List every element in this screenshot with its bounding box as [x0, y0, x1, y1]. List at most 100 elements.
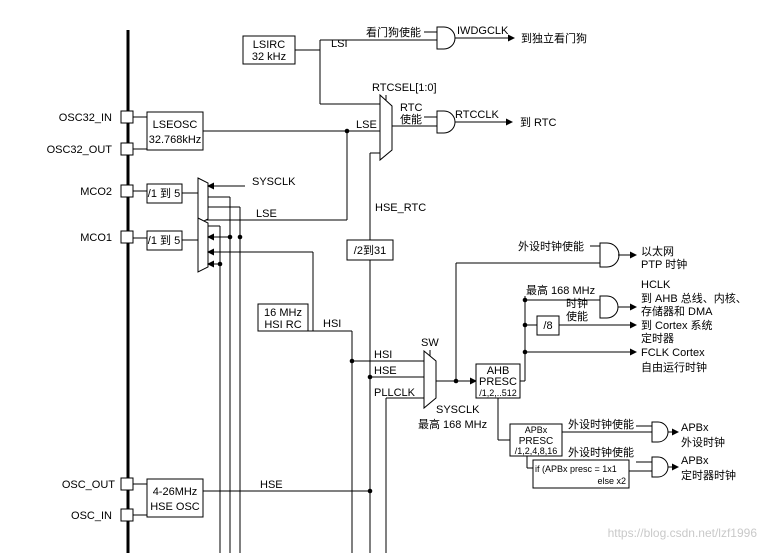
apb-periph-and-gate — [651, 421, 669, 443]
pin-label-mco1: MCO1 — [80, 232, 112, 244]
ahb-max-label: 最高 168 MHz — [526, 283, 595, 297]
hsi-label: HSI — [374, 349, 392, 361]
mco2-mux — [197, 177, 209, 225]
rtc-and-gate — [436, 110, 456, 134]
pin-label-osc32-out: OSC32_OUT — [47, 144, 113, 156]
junction-div8 — [522, 322, 528, 328]
hclk-dest-1: 到 AHB 总线、内核、 — [641, 291, 747, 305]
apb-timer-label-1: APBx — [681, 455, 709, 467]
apb-periph-enable-label: 外设时钟使能 — [568, 417, 634, 431]
hsirc-freq: 16 MHz — [264, 307, 302, 319]
hse-rtc-label: HSE_RTC — [375, 202, 426, 214]
hclk-label: HCLK — [641, 279, 671, 291]
lse-rtc-label: LSE — [356, 119, 377, 131]
hclk-and-gate — [599, 295, 619, 319]
apb-periph-label-1: APBx — [681, 422, 709, 434]
ptp-label-2: PTP 时钟 — [641, 257, 687, 271]
lsirc-label: LSIRC — [253, 39, 285, 51]
hsi-rc-out-label: HSI — [323, 318, 341, 330]
pin-osc32-out: OSC32_OUT — [47, 142, 134, 156]
cortex-timer-label-2: 定时器 — [641, 331, 674, 345]
pin-mco1: MCO1 — [80, 230, 134, 244]
junction-hclk — [522, 297, 528, 303]
junction-v240 — [237, 234, 243, 240]
ptp-and-gate — [599, 242, 620, 268]
junction-fclk — [522, 349, 528, 355]
pin-label-mco2: MCO2 — [80, 186, 112, 198]
iwdgclk-label: IWDGCLK — [457, 25, 509, 37]
apb-timer-enable-label: 外设时钟使能 — [568, 445, 634, 459]
rtc-enable-label-2: 使能 — [400, 112, 422, 126]
hse-osc-label: HSE — [260, 479, 283, 491]
hclk-enable-label-2: 使能 — [566, 309, 588, 323]
pin-label-osc-out: OSC_OUT — [62, 479, 115, 491]
mco1-divider-label: /1 到 5 — [148, 234, 180, 247]
watermark: https://blog.csdn.net/lzf1996 — [608, 526, 758, 540]
rtc-enable-label-1: RTC — [400, 102, 422, 114]
rtc-divider-label: /2到31 — [354, 244, 386, 257]
div8-block: /8 — [536, 315, 560, 336]
apb-timer-multiplier: if (APBx presc = 1x1 else x2 — [532, 459, 630, 489]
apb-periph-label-2: 外设时钟 — [681, 435, 725, 449]
ahb-ratio-label: /1,2,..512 — [479, 388, 517, 398]
mco1-divider: /1 到 5 — [146, 230, 183, 251]
cortex-timer-label-1: 到 Cortex 系统 — [641, 319, 713, 332]
iwdg-and-gate — [436, 26, 456, 50]
apb-ratio-label: /1,2,4,8,16 — [515, 446, 558, 456]
hseosc-label: HSE OSC — [150, 501, 200, 513]
fclk-label-2: 自由运行时钟 — [641, 360, 707, 374]
apb-cond-label-2: else x2 — [597, 476, 626, 486]
hclk-enable-label-1: 时钟 — [566, 296, 588, 310]
pin-label-osc32-in: OSC32_IN — [59, 112, 112, 124]
lse-mco-label: LSE — [256, 208, 277, 220]
lseosc-block: LSEOSC 32.768kHz — [146, 111, 204, 151]
mco1-mux — [197, 217, 209, 273]
sysclk-max-label: 最高 168 MHz — [418, 417, 487, 431]
div8-label: /8 — [543, 320, 552, 332]
junction-hse — [367, 374, 373, 380]
hseosc-freq: 4-26MHz — [153, 486, 198, 498]
junction-v220 — [217, 261, 223, 267]
hseosc-block: 4-26MHz HSE OSC — [146, 478, 204, 518]
rtc-divider-block: /2到31 — [346, 239, 394, 261]
rtcclk-label: RTCCLK — [455, 109, 499, 121]
to-rtc-label: 到 RTC — [520, 116, 557, 129]
rtc-mux — [379, 93, 393, 162]
pin-osc-in: OSC_IN — [71, 508, 134, 522]
pin-label-osc-in: OSC_IN — [71, 510, 112, 522]
sw-mux — [423, 349, 437, 410]
lseosc-freq: 32.768kHz — [149, 134, 202, 146]
hsirc-label: HSI RC — [264, 319, 301, 331]
iwdg-enable-label: 看门狗使能 — [366, 25, 421, 39]
sysclk-mco2-label: SYSCLK — [252, 176, 296, 188]
lsirc-freq: 32 kHz — [252, 51, 286, 63]
apb-cond-label-1: if (APBx presc = 1x1 — [535, 464, 617, 474]
junction-hse-osc — [367, 488, 373, 494]
pin-mco2: MCO2 — [80, 184, 134, 198]
sysclk-label: SYSCLK — [436, 404, 480, 416]
mco2-divider-label: /1 到 5 — [148, 187, 180, 200]
apb-timer-label-2: 定时器时钟 — [681, 468, 736, 482]
hse-label: HSE — [374, 365, 397, 377]
pllclk-label: PLLCLK — [374, 387, 416, 399]
lseosc-label: LSEOSC — [153, 119, 198, 131]
pin-osc32-in: OSC32_IN — [59, 110, 134, 124]
to-iwdg-label: 到独立看门狗 — [521, 31, 587, 45]
mco2-divider: /1 到 5 — [146, 183, 183, 204]
ptp-label-1: 以太网 — [641, 245, 674, 258]
junction-v230 — [227, 234, 233, 240]
apb-prescaler: APBx PRESC /1,2,4,8,16 — [509, 423, 563, 457]
apb-presc-label: PRESC — [519, 436, 553, 447]
hclk-dest-2: 存储器和 DMA — [641, 304, 713, 318]
rtcsel-label: RTCSEL[1:0] — [372, 82, 437, 94]
apb-timer-and-gate — [651, 456, 669, 478]
pin-osc-out: OSC_OUT — [62, 477, 134, 491]
ahb-presc-label: PRESC — [479, 376, 517, 388]
fclk-label-1: FCLK Cortex — [641, 347, 705, 359]
sw-label: SW — [421, 337, 439, 349]
ahb-label: AHB — [487, 365, 510, 377]
lsi-label: LSI — [331, 38, 348, 50]
ptp-enable-label: 外设时钟使能 — [518, 239, 584, 253]
lsirc-block: LSIRC 32 kHz — [242, 35, 296, 65]
